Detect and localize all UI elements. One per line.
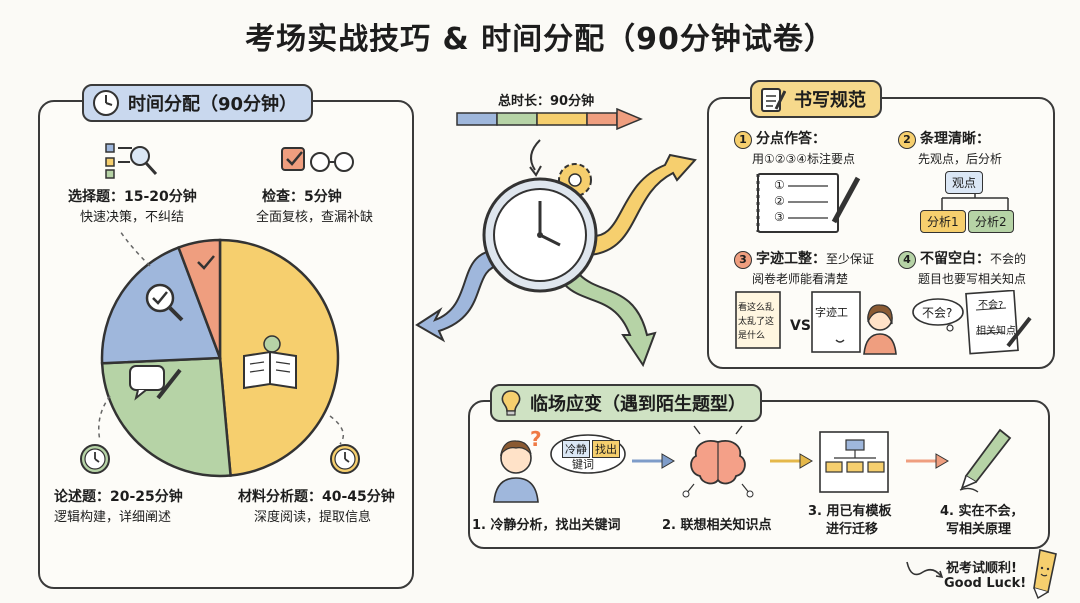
messy-paper-icon: [735, 291, 781, 349]
list-mark-3: ③: [774, 210, 785, 224]
leader-line-choice: [119, 230, 151, 267]
rule1-title-text: 分点作答：: [756, 131, 826, 147]
step4-label-line1: 4. 实在不会，: [940, 504, 1024, 519]
check-title: 检查：5分钟: [262, 189, 342, 205]
step-arrow-2: [770, 453, 813, 469]
time-panel-header: 时间分配（90分钟）: [82, 84, 314, 122]
rule2-title-text: 条理清晰：: [920, 131, 990, 147]
numbered-list-paper-icon: [756, 173, 861, 233]
thought-tag-find: 找出: [592, 440, 620, 458]
essay-clock-icon: [80, 444, 110, 474]
list-mark-1: ①: [774, 178, 785, 192]
vs-label: VS: [790, 318, 811, 334]
messy-line-3: 是什么: [738, 331, 766, 341]
choice-question-desc: 快速决策，不纠结: [80, 210, 185, 225]
choice-question-title: 选择题：15-20分钟: [68, 189, 197, 205]
analysis2-box: 分析2: [968, 210, 1014, 233]
step-arrow-1: [632, 453, 675, 469]
answer-paper-bottom: 相关知点: [976, 326, 1016, 337]
essay-title: 论述题：20-25分钟: [54, 489, 183, 505]
emergency-panel-header-text: 临场应变（遇到陌生题型）: [530, 394, 746, 415]
curly-arrow: [906, 561, 944, 579]
time-pie-chart: [98, 230, 345, 478]
teacher-avatar: [863, 304, 897, 355]
check-glasses-icon: [281, 147, 354, 172]
leader-line-essay: [98, 395, 111, 442]
neat-paper-text: 字迹工: [815, 306, 848, 319]
rule1-desc: 用①②③④标注要点: [752, 152, 856, 166]
neat-paper-icon: [811, 291, 861, 353]
flowchart-template-icon: [819, 431, 889, 493]
ribbon-blue: [415, 248, 502, 343]
ribbon-yellow: [583, 153, 697, 257]
rule3-desc2: 阅卷老师能看清楚: [752, 272, 849, 286]
small-check-icon: [197, 255, 215, 270]
rule2-desc: 先观点，后分析: [918, 152, 1003, 166]
pie-slice-3: [176, 238, 222, 359]
timeline-bar: [456, 108, 643, 130]
thought-line2: 键词: [572, 458, 594, 471]
speech-pen-icon: [129, 365, 182, 401]
footer-wish-cn: 祝考试顺利!: [946, 561, 1017, 576]
lightbulb-icon: [501, 390, 521, 416]
check-desc: 全面复核，查漏补缺: [256, 210, 374, 225]
rule3-title-text: 字迹工整：: [756, 251, 826, 267]
brain-icon: [682, 425, 754, 498]
material-clock-icon: [330, 444, 360, 474]
structure-lines: [941, 190, 1009, 210]
material-desc: 深度阅读，提取信息: [254, 510, 372, 525]
clock-icon: [93, 90, 119, 116]
checklist-magnifier-icon: [105, 143, 158, 179]
bubble-text: 不会?: [922, 306, 953, 320]
svg-text:?: ?: [530, 428, 542, 451]
smiling-pencil-icon: [1033, 549, 1057, 600]
thought-bubble-icon: [912, 298, 964, 332]
rule4-desc2: 题目也要写相关知点: [918, 272, 1027, 286]
thinking-student-icon: ?: [493, 428, 542, 503]
pen-writing-icon: [959, 428, 1012, 493]
essay-desc: 逻辑构建，详细阐述: [54, 510, 172, 525]
book-gear-icon: [243, 335, 297, 390]
notepad-pencil-icon: [761, 88, 786, 112]
rule3-number: 3: [734, 251, 752, 269]
writing-panel-header: 书写规范: [750, 80, 882, 118]
material-title: 材料分析题：40-45分钟: [238, 489, 395, 505]
page-title: 考场实战技巧 & 时间分配（90分钟试卷）: [245, 22, 835, 57]
step1-label: 1. 冷静分析，找出关键词: [472, 518, 621, 533]
emergency-panel-header: 临场应变（遇到陌生题型）: [490, 384, 762, 422]
leader-line-material: [329, 415, 345, 445]
pie-slice-1: [100, 356, 232, 478]
time-panel-header-text: 时间分配（90分钟）: [128, 94, 298, 115]
messy-line-1: 看这么乱: [738, 303, 775, 313]
step2-label: 2. 联想相关知识点: [662, 518, 772, 533]
step3-label-line1: 3. 用已有模板: [808, 504, 892, 519]
magnifier-check-icon: [145, 283, 184, 322]
rule4-title-text: 不留空白：: [920, 251, 990, 267]
answer-paper-top: 不会?: [978, 300, 1004, 311]
step4-label-line2: 写相关原理: [946, 522, 1012, 537]
footer-good-luck: Good Luck!: [944, 576, 1027, 591]
ribbon-green: [563, 273, 657, 368]
step-arrow-3: [906, 453, 949, 469]
analysis1-box: 分析1: [920, 210, 966, 233]
rule1-number: 1: [734, 131, 752, 149]
step3-label-line2: 进行迁移: [826, 522, 879, 537]
list-mark-2: ②: [774, 194, 785, 208]
timeline-label: 总时长：90分钟: [498, 94, 595, 109]
answer-paper-pen-icon: [965, 290, 1032, 355]
messy-line-2: 太乱了这: [738, 317, 775, 327]
thought-tag-calm: 冷静: [562, 440, 590, 458]
viewpoint-box: 观点: [945, 171, 984, 194]
rule3-desc1: 至少保证: [826, 252, 875, 266]
writing-panel-header-text: 书写规范: [794, 90, 866, 111]
rule4-number: 4: [898, 251, 916, 269]
rule2-number: 2: [898, 131, 916, 149]
central-clock-illustration: [415, 139, 697, 368]
rule4-desc1: 不会的: [990, 252, 1027, 266]
